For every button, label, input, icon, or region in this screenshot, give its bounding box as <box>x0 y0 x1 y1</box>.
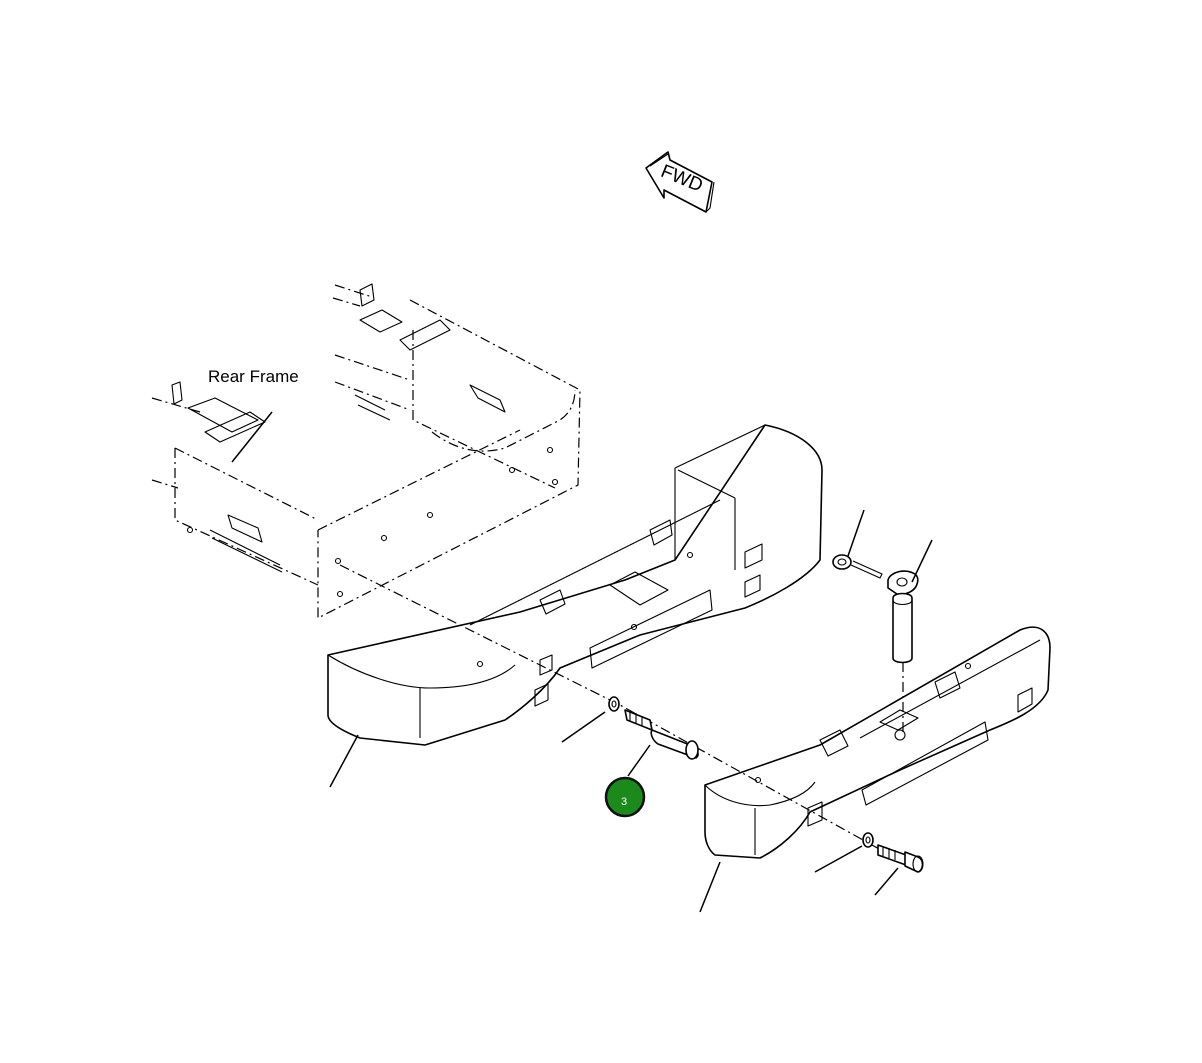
rear-frame <box>151 283 581 619</box>
counterweight-small <box>704 626 1051 859</box>
callout-3-number[interactable]: 3 <box>621 796 627 808</box>
ring-pin-leader <box>847 509 865 557</box>
spacer-bolt <box>624 709 699 760</box>
bolt <box>877 844 924 873</box>
counterweight-small-leader <box>699 861 721 913</box>
rear-frame-label: Rear Frame <box>208 367 299 386</box>
retaining-pin-leader <box>911 539 933 583</box>
fwd-arrow-icon: FWD <box>645 151 715 213</box>
counterweight-large <box>327 424 823 746</box>
washer <box>608 696 620 712</box>
counterweight-large-leader <box>329 734 359 788</box>
mounting-centerline <box>339 564 891 856</box>
washer-lower <box>862 832 874 848</box>
ring-pin <box>832 554 883 579</box>
retaining-pin <box>887 570 919 664</box>
spacer-leader <box>627 744 651 777</box>
bolt-leader <box>874 867 899 896</box>
callout-3[interactable]: 3 <box>604 776 646 818</box>
callout-3-circle[interactable] <box>604 776 646 818</box>
rear-frame-leader <box>231 411 273 463</box>
washer-leader <box>561 711 606 743</box>
washer-lower-leader <box>814 845 863 873</box>
